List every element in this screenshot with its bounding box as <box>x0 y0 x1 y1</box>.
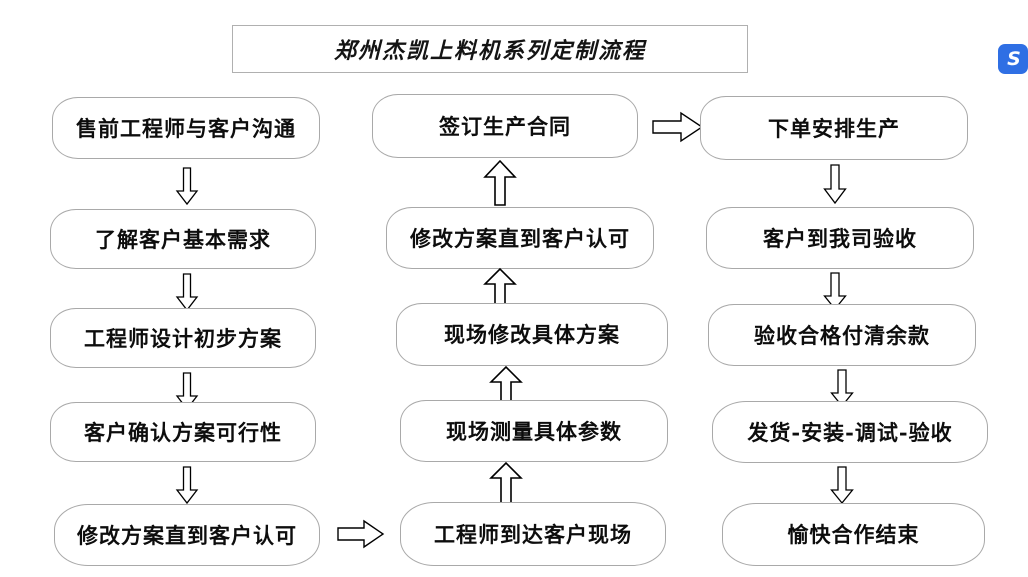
arrow-down-col3-4 <box>830 466 854 505</box>
flow-node-col2-2[interactable]: 修改方案直到客户认可 <box>386 207 654 269</box>
arrow-down-col3-1 <box>823 164 847 205</box>
arrow-down-col1-2 <box>175 273 199 312</box>
flow-node-col2-4[interactable]: 现场测量具体参数 <box>400 400 668 462</box>
flow-node-label: 现场测量具体参数 <box>446 418 622 444</box>
flow-node-col1-3[interactable]: 工程师设计初步方案 <box>50 308 316 368</box>
flow-node-col2-1[interactable]: 签订生产合同 <box>372 94 638 158</box>
flow-node-label: 工程师到达客户现场 <box>434 521 632 547</box>
flow-node-label: 售前工程师与客户沟通 <box>76 115 296 141</box>
flow-node-col3-5[interactable]: 愉快合作结束 <box>722 503 985 566</box>
arrow-down-col1-1 <box>175 167 199 206</box>
sogou-badge-icon[interactable]: S <box>998 44 1028 74</box>
flow-node-col1-4[interactable]: 客户确认方案可行性 <box>50 402 316 462</box>
flow-node-label: 发货-安装-调试-验收 <box>747 419 953 445</box>
flow-node-col3-2[interactable]: 客户到我司验收 <box>706 207 974 269</box>
flow-node-col1-1[interactable]: 售前工程师与客户沟通 <box>52 97 320 159</box>
arrow-down-col3-3 <box>830 369 854 408</box>
arrow-up-col2-1 <box>483 159 517 206</box>
flow-node-col3-4[interactable]: 发货-安装-调试-验收 <box>712 401 988 463</box>
chart-title-box: 郑州杰凯上料机系列定制流程 <box>232 25 748 73</box>
flow-node-label: 下单安排生产 <box>768 115 900 141</box>
flow-node-label: 修改方案直到客户认可 <box>410 225 630 251</box>
flow-node-col3-1[interactable]: 下单安排生产 <box>700 96 968 160</box>
flow-node-label: 愉快合作结束 <box>787 522 920 547</box>
flow-node-label: 工程师设计初步方案 <box>84 325 282 351</box>
arrow-right-col2-to-col3 <box>652 110 704 144</box>
flow-node-col2-3[interactable]: 现场修改具体方案 <box>396 303 668 366</box>
flow-node-col3-3[interactable]: 验收合格付清余款 <box>708 304 976 366</box>
flow-node-label: 验收合格付清余款 <box>754 322 930 348</box>
flow-node-label: 修改方案直到客户认可 <box>77 522 297 548</box>
flow-node-label: 客户到我司验收 <box>763 225 917 251</box>
badge-glyph: S <box>1007 47 1021 70</box>
arrow-right-col1-to-col2 <box>337 518 385 550</box>
flow-node-col2-5[interactable]: 工程师到达客户现场 <box>400 502 666 566</box>
flow-node-label: 客户确认方案可行性 <box>84 419 282 445</box>
flow-node-label: 签订生产合同 <box>439 113 571 139</box>
flow-node-label: 了解客户基本需求 <box>95 226 271 252</box>
arrow-down-col3-2 <box>823 272 847 311</box>
flow-node-col1-5[interactable]: 修改方案直到客户认可 <box>54 504 320 566</box>
flow-node-label: 现场修改具体方案 <box>444 322 620 347</box>
arrow-down-col1-4 <box>175 466 199 505</box>
arrow-up-col2-4 <box>489 461 523 506</box>
flow-node-col1-2[interactable]: 了解客户基本需求 <box>50 209 316 269</box>
page-title: 郑州杰凯上料机系列定制流程 <box>333 38 646 64</box>
